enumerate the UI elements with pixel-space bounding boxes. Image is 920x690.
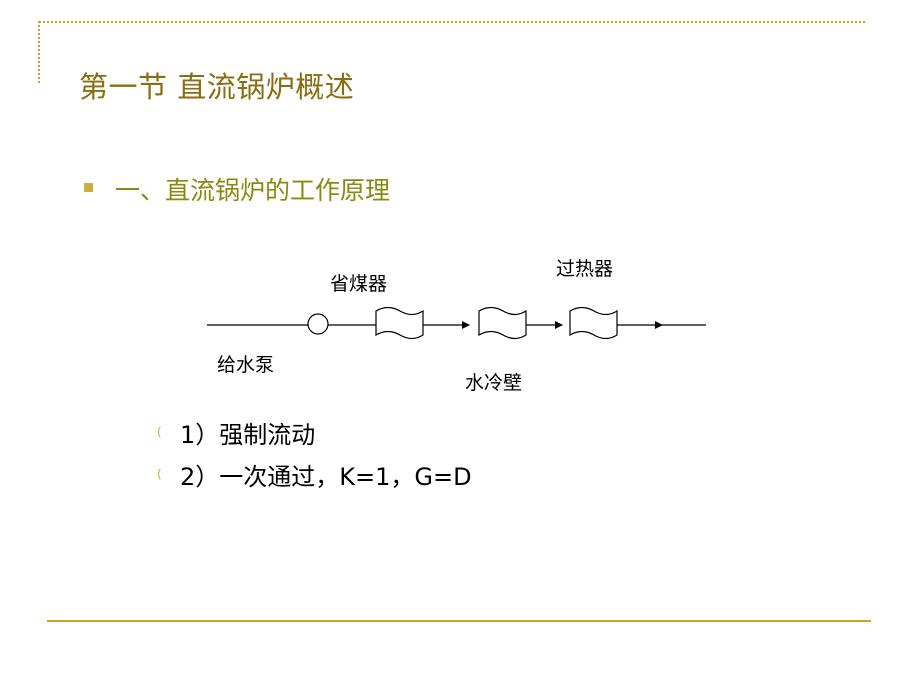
section-heading: 一、直流锅炉的工作原理 <box>115 176 391 205</box>
point-forced-flow: 1）强制流动 <box>180 421 316 449</box>
slide-title: 第一节 直流锅炉概述 <box>79 70 355 104</box>
square-bullet-icon <box>84 183 93 192</box>
top-dotted-rule <box>39 21 865 23</box>
economizer-label: 省煤器 <box>330 273 388 295</box>
feed-pump-label: 给水泵 <box>217 354 275 376</box>
list-bullet: ( <box>157 467 162 481</box>
water-wall-label: 水冷壁 <box>465 372 523 394</box>
feed-pump-icon <box>307 313 329 335</box>
superheater-icon <box>569 306 618 340</box>
superheater-label: 过热器 <box>556 258 614 280</box>
point-once-through: 2）一次通过，K=1，G=D <box>180 463 472 491</box>
left-dotted-rule <box>38 21 40 83</box>
economizer-icon <box>375 306 424 340</box>
water-wall-icon <box>478 306 527 340</box>
list-bullet: ( <box>157 425 162 439</box>
bottom-rule <box>47 620 871 622</box>
